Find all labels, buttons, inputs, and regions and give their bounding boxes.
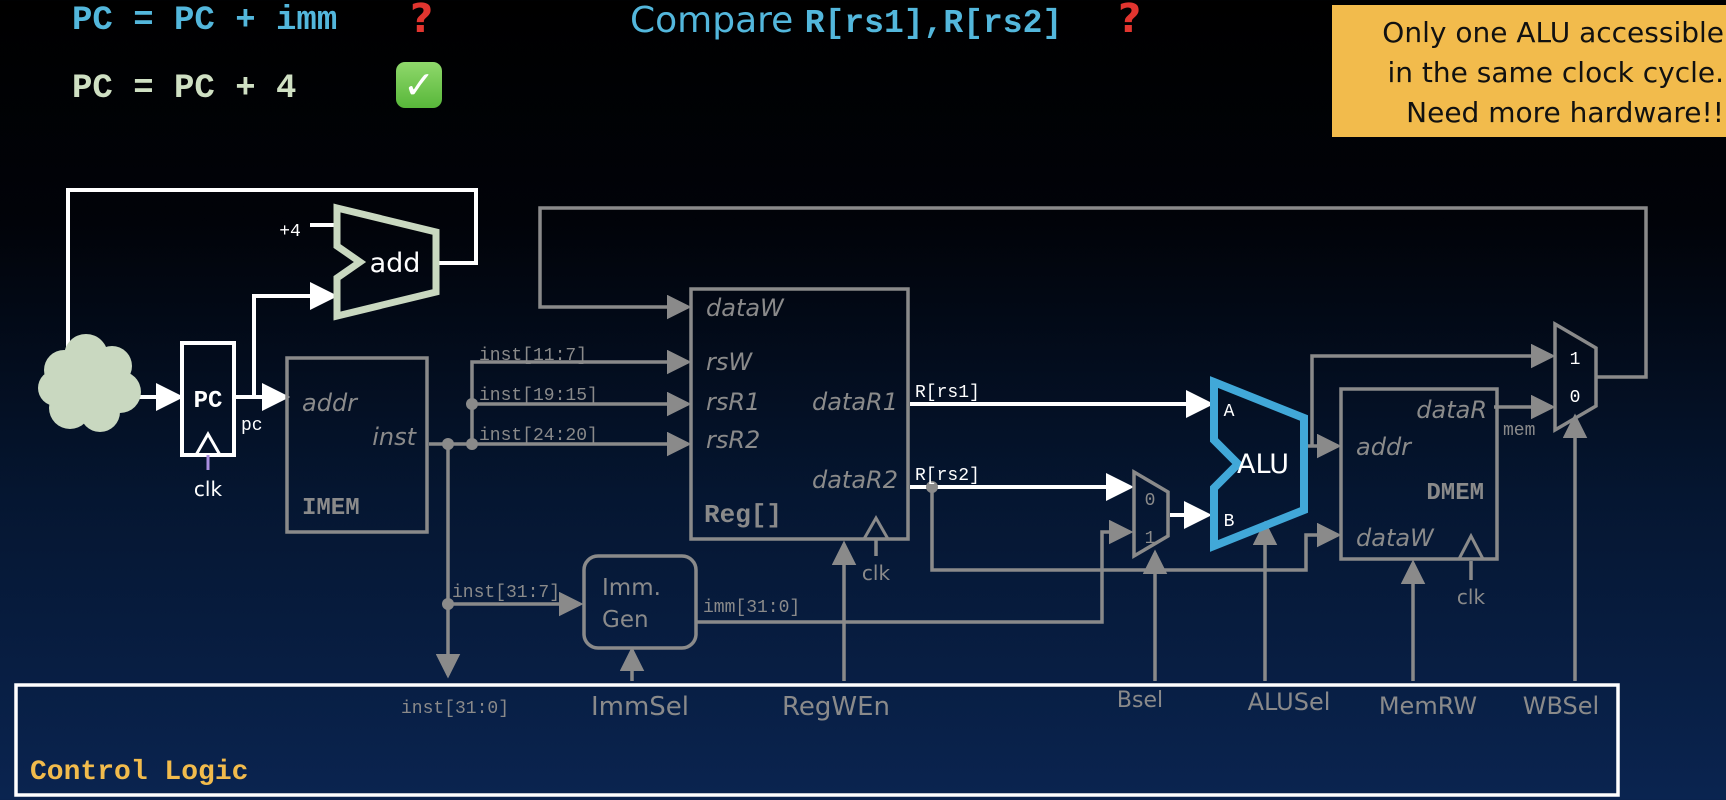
- dmem-dataW-port: dataW: [1356, 524, 1435, 552]
- cloud-puff: [66, 364, 114, 412]
- pc-feedback-wire: [66, 188, 478, 352]
- imem-inst-port: inst: [372, 423, 417, 451]
- pc-clock-triangle: [193, 430, 223, 457]
- junction-dot: [442, 598, 454, 610]
- regfile-name: Reg[]: [704, 500, 782, 530]
- alu-to-wbmux-wire: [1310, 343, 1556, 446]
- writeback-wire: [538, 206, 1648, 379]
- mem-wire-label: mem: [1503, 421, 1535, 441]
- pc-imm-question-icon: ?: [410, 0, 434, 42]
- regfile-clk-label: clk: [862, 561, 891, 585]
- pc-to-adder-wire: [236, 282, 338, 399]
- dmem-clk-label: clk: [1457, 585, 1486, 609]
- pc-imm-equation: PC = PC + imm: [72, 2, 338, 40]
- note-line-2: in the same clock cycle.: [1387, 56, 1724, 89]
- regfile-dataW-port: dataW: [706, 294, 785, 322]
- dmem-name: DMEM: [1426, 480, 1484, 507]
- regfile-ports: dataW rsW rsR1 rsR2 dataR1 dataR2: [706, 294, 898, 494]
- wb-mux-in0: 0: [1570, 388, 1581, 408]
- imm-gen-block: [582, 554, 698, 650]
- imem-name: IMEM: [302, 495, 360, 522]
- regwen-label: RegWEn: [782, 692, 890, 722]
- junction-dot: [466, 438, 478, 450]
- junction-dot: [442, 438, 454, 450]
- regfile-rsR1-port: rsR1: [706, 388, 760, 416]
- imem-addr-port: addr: [302, 389, 359, 417]
- inst-31-7-label: inst[31:7]: [452, 583, 560, 603]
- imem-block: [285, 356, 429, 534]
- alusel-label: ALUSel: [1248, 688, 1331, 716]
- compare-registers: R[rs1],R[rs2]: [804, 5, 1063, 42]
- imm-wire-label: imm[31:0]: [703, 598, 800, 618]
- regfile-clock-triangle: [861, 514, 891, 541]
- immsel-label: ImmSel: [591, 692, 689, 722]
- junction-dot: [926, 481, 938, 493]
- inst-field-labels: inst[11:7] inst[19:15] inst[24:20] inst[…: [401, 346, 598, 719]
- regfile-rsW-port: rsW: [706, 348, 753, 376]
- dmem-dataR-port: dataR: [1416, 396, 1487, 424]
- check-icon: ✓: [396, 62, 442, 108]
- bsel-mux-in0: 0: [1145, 491, 1156, 511]
- junction-dot: [466, 398, 478, 410]
- dmem-block: [1339, 387, 1499, 561]
- bsel-label: Bsel: [1117, 688, 1163, 713]
- bsel-mux-in1: 1: [1145, 529, 1156, 549]
- alu-input-a: A: [1224, 402, 1235, 422]
- compare-question-icon: ?: [1118, 0, 1142, 42]
- control-logic-box: [14, 683, 1620, 797]
- r-rs2-label: R[rs2]: [915, 466, 980, 486]
- compare-word: Compare: [630, 0, 794, 41]
- inst-11-7-label: inst[11:7]: [479, 346, 587, 366]
- pc-adder: [333, 203, 440, 321]
- register-file: [689, 287, 910, 541]
- wb-mux-in1: 1: [1570, 350, 1581, 370]
- note-line-3: Need more hardware!!: [1406, 96, 1724, 129]
- alu-conflict-note: Only one ALU accessible in the same cloc…: [1332, 5, 1726, 137]
- pc-plus4-equation: PC = PC + 4: [72, 70, 297, 108]
- check-mark: ✓: [403, 63, 435, 107]
- control-logic-title: Control Logic: [30, 757, 248, 788]
- inactive-wires: [429, 206, 1648, 681]
- inst-vertical-bus: [429, 442, 461, 679]
- dmem-clock-triangle: [1456, 532, 1486, 561]
- next-pc-cloud: [38, 334, 141, 432]
- compare-label: Compare R[rs1],R[rs2]: [630, 0, 1062, 42]
- pc-register-label: PC: [194, 388, 223, 415]
- inst-19-15-label: inst[19:15]: [479, 386, 598, 406]
- regfile-dataR2-port: dataR2: [812, 466, 898, 494]
- note-line-1: Only one ALU accessible: [1382, 16, 1724, 49]
- adder-label: add: [370, 248, 421, 279]
- cloud-puff: [38, 370, 74, 406]
- r-rs1-label: R[rs1]: [915, 383, 980, 403]
- dmem-addr-port: addr: [1356, 433, 1413, 461]
- junction-dots: [442, 398, 938, 610]
- inst-24-20-label: inst[24:20]: [479, 426, 598, 446]
- inst-11-7-wire: [470, 349, 692, 444]
- memrw-label: MemRW: [1379, 692, 1477, 720]
- alu-input-b: B: [1224, 512, 1235, 532]
- imm-wire: [696, 519, 1134, 624]
- imm-gen-label-line1: Imm.: [602, 575, 661, 601]
- rs2-to-dmem-wire: [930, 487, 1342, 572]
- imm-gen-label-line2: Gen: [602, 607, 649, 633]
- inst-31-0-label: inst[31:0]: [401, 699, 509, 719]
- active-wires: [66, 188, 1214, 529]
- alu-block: [1210, 376, 1308, 552]
- bsel-mux: [1132, 468, 1170, 560]
- alu-label: ALU: [1237, 449, 1289, 480]
- regfile-rsR2-port: rsR2: [706, 426, 760, 454]
- wbsel-label: WBSel: [1523, 692, 1599, 720]
- control-signal-labels: ImmSel RegWEn Bsel ALUSel MemRW WBSel: [591, 688, 1599, 722]
- regfile-dataR1-port: dataR1: [812, 388, 898, 416]
- pc-clk-label: clk: [194, 477, 223, 501]
- wb-mux: [1553, 320, 1598, 434]
- pc-wire-label: pc: [241, 416, 263, 436]
- plus4-label: +4: [279, 222, 301, 242]
